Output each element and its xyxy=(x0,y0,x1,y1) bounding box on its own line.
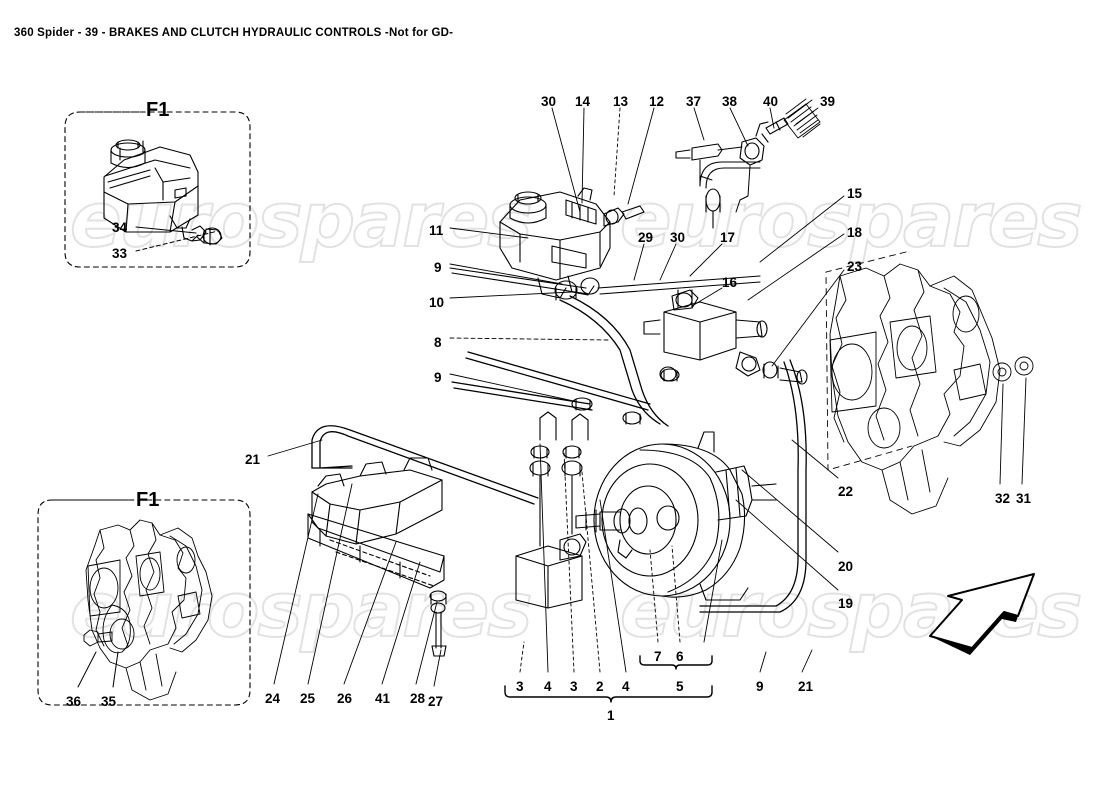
callout-14: 14 xyxy=(575,94,591,109)
callout-39: 39 xyxy=(820,94,836,109)
hydraulic-lines-art xyxy=(311,267,807,613)
inset-label-f1-top: F1 xyxy=(146,99,170,121)
callout-9-c: 9 xyxy=(756,679,764,694)
callout-21-b: 21 xyxy=(798,679,814,694)
callout-38: 38 xyxy=(722,94,738,109)
page-title: 360 Spider - 39 - BRAKES AND CLUTCH HYDR… xyxy=(14,27,454,39)
callout-2: 2 xyxy=(596,679,604,694)
callout-19: 19 xyxy=(838,596,854,611)
leader-35 xyxy=(112,651,119,688)
callout-13: 13 xyxy=(613,94,629,109)
callout-10: 10 xyxy=(429,295,445,310)
leader-36 xyxy=(77,651,97,688)
callout-24: 24 xyxy=(265,691,281,706)
callout-1: 1 xyxy=(607,708,615,723)
callout-12: 12 xyxy=(649,94,665,109)
callout-25: 25 xyxy=(300,691,316,706)
callout-36: 36 xyxy=(66,694,82,709)
callout-4-a: 4 xyxy=(544,679,552,694)
clutch-bellhousing-main-art xyxy=(825,251,1034,515)
callout-41: 41 xyxy=(375,691,391,706)
callout-11: 11 xyxy=(429,223,444,238)
callout-29: 29 xyxy=(638,230,654,245)
callout-9-b: 9 xyxy=(434,370,442,385)
callout-15: 15 xyxy=(847,186,863,201)
watermark: eurospares xyxy=(69,564,534,655)
callout-28: 28 xyxy=(410,691,426,706)
callout-30-top: 30 xyxy=(541,94,557,109)
callout-34: 34 xyxy=(112,220,128,235)
line-clamps-art xyxy=(571,368,680,425)
callout-27: 27 xyxy=(428,694,444,709)
callout-7: 7 xyxy=(654,649,662,664)
clutch-master-cylinder-art xyxy=(643,289,808,385)
inset-label-f1-bottom: F1 xyxy=(136,489,160,511)
callout-32: 32 xyxy=(995,491,1011,506)
callout-20: 20 xyxy=(838,559,854,574)
callout-23: 23 xyxy=(847,259,863,274)
callout-31: 31 xyxy=(1016,491,1032,506)
callout-9-a: 9 xyxy=(434,260,442,275)
callout-26: 26 xyxy=(337,691,353,706)
callout-5: 5 xyxy=(676,679,684,694)
callout-37: 37 xyxy=(686,94,702,109)
callout-22: 22 xyxy=(838,484,854,499)
callout-3-a: 3 xyxy=(516,679,524,694)
callout-18: 18 xyxy=(847,225,863,240)
callout-30-mid: 30 xyxy=(670,230,686,245)
watermark: eurospares xyxy=(69,174,534,265)
callout-6: 6 xyxy=(676,649,684,664)
callout-21-a: 21 xyxy=(245,452,261,467)
callout-17: 17 xyxy=(720,230,736,245)
callout-4-b: 4 xyxy=(622,679,630,694)
callout-8: 8 xyxy=(434,335,442,350)
callout-40: 40 xyxy=(763,94,779,109)
callout-16: 16 xyxy=(722,275,738,290)
callout-33: 33 xyxy=(112,246,128,261)
callout-3-b: 3 xyxy=(570,679,578,694)
callout-35: 35 xyxy=(101,694,117,709)
